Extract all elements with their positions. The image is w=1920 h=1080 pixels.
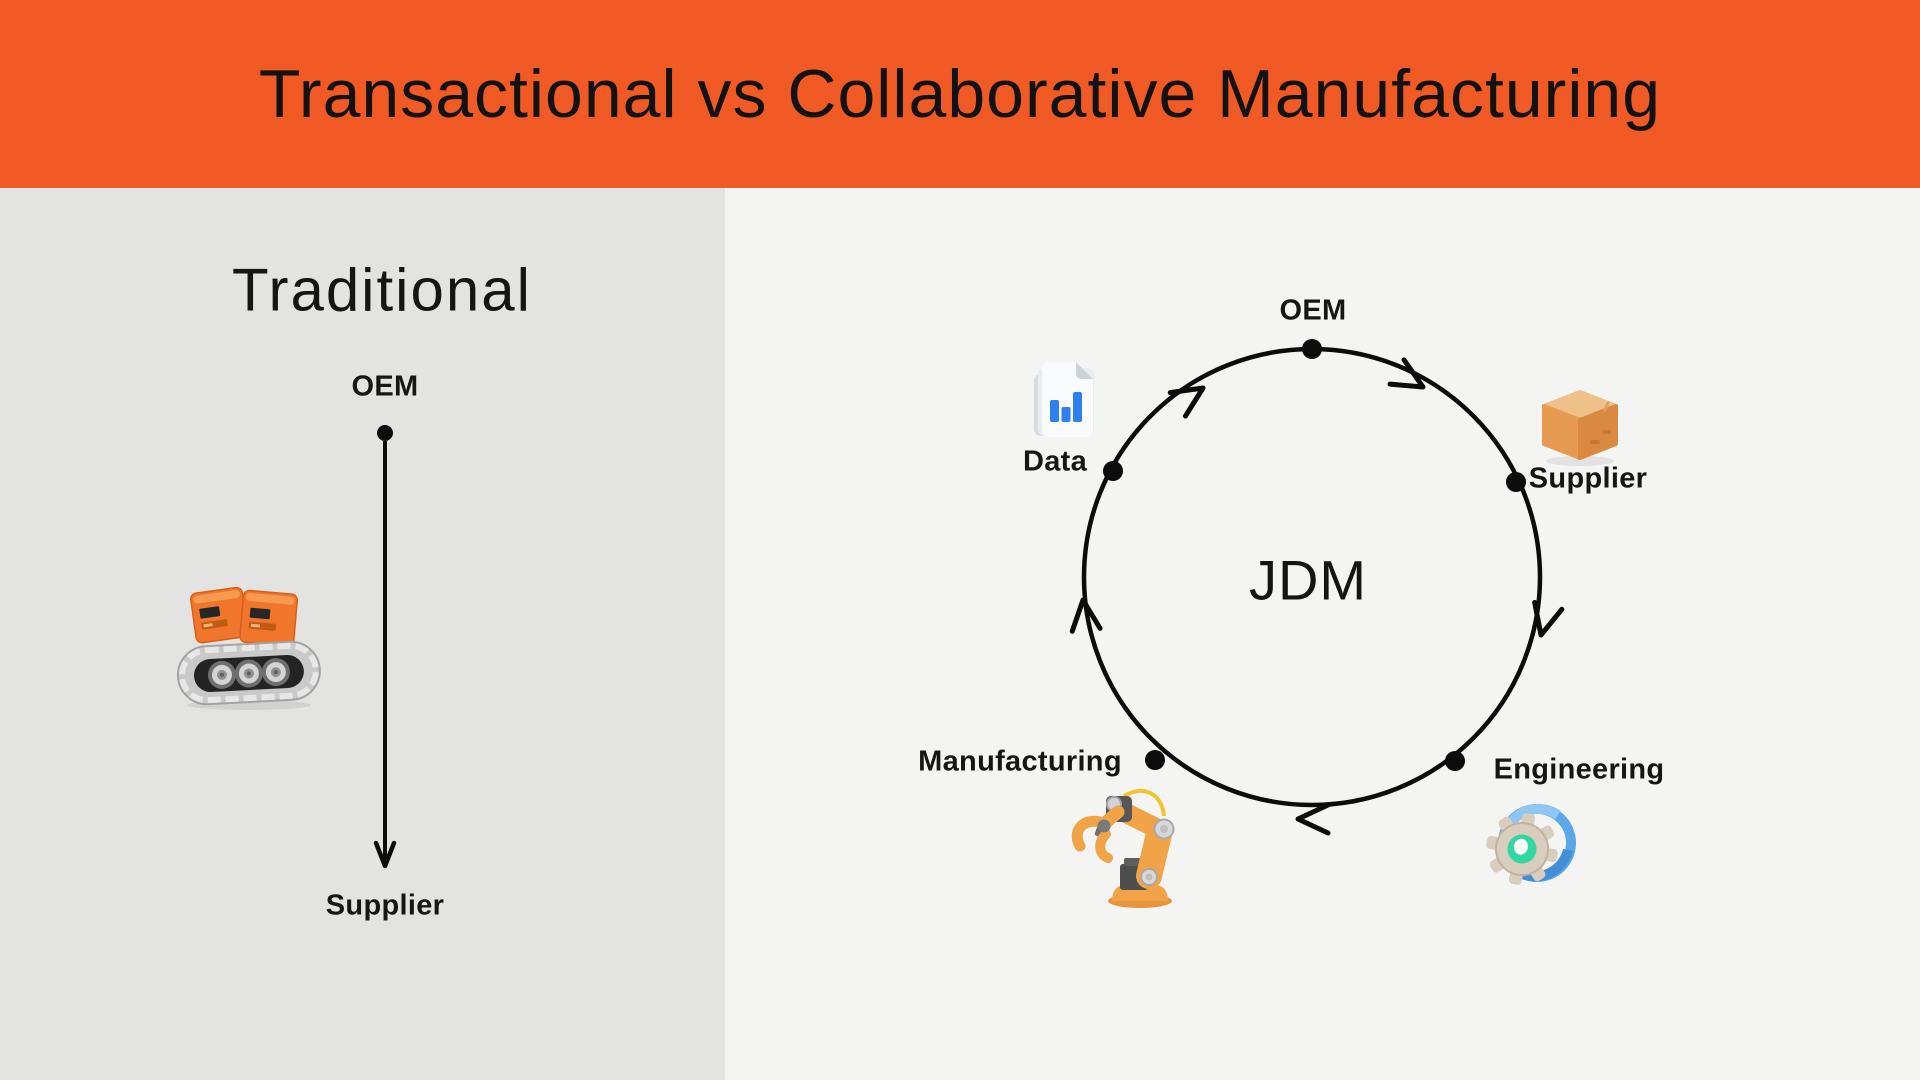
chart-document-icon xyxy=(1034,362,1094,437)
node-label-manufacturing: Manufacturing xyxy=(918,745,1122,778)
arrow-engineering-to-manufacturing-icon xyxy=(1295,802,1331,836)
gear-icon xyxy=(1486,803,1576,885)
node-label-supplier: Supplier xyxy=(1528,462,1648,495)
arrow-oem-to-supplier-icon xyxy=(1387,357,1426,390)
arrow-data-to-oem-icon xyxy=(1167,385,1206,419)
arrow-manufacturing-to-data-icon xyxy=(1069,597,1103,634)
node-dot-supplier xyxy=(1506,472,1526,492)
traditional-supplier-label: Supplier xyxy=(325,889,445,922)
traditional-title: Traditional xyxy=(232,256,532,324)
node-label-data: Data xyxy=(1022,445,1088,478)
arrow-down-icon xyxy=(373,840,397,869)
arrow-supplier-to-engineering-icon xyxy=(1532,600,1565,638)
traditional-flow-arrow xyxy=(373,425,397,869)
node-dot-manufacturing xyxy=(1145,750,1165,770)
header: Transactional vs Collaborative Manufactu… xyxy=(0,0,1920,188)
jdm-cycle-diagram xyxy=(1069,339,1565,836)
traditional-oem-label: OEM xyxy=(351,370,419,403)
node-label-oem: OEM xyxy=(1279,294,1347,327)
cardboard-box-icon xyxy=(1542,390,1618,466)
cargo-robot-icon xyxy=(176,586,321,710)
node-dot-oem xyxy=(1302,339,1322,359)
traditional-panel: Traditional OEM Supplier xyxy=(0,188,725,1080)
node-label-engineering: Engineering xyxy=(1493,753,1665,786)
collaborative-panel: JDM OEM Supplier Engineering Manufacturi… xyxy=(725,188,1920,1080)
jdm-center-label: JDM xyxy=(1248,548,1368,612)
node-dot-engineering xyxy=(1445,751,1465,771)
robot-arm-icon xyxy=(1071,788,1175,908)
page-title: Transactional vs Collaborative Manufactu… xyxy=(258,56,1662,132)
oem-node-dot xyxy=(377,425,393,441)
node-dot-data xyxy=(1103,461,1123,481)
